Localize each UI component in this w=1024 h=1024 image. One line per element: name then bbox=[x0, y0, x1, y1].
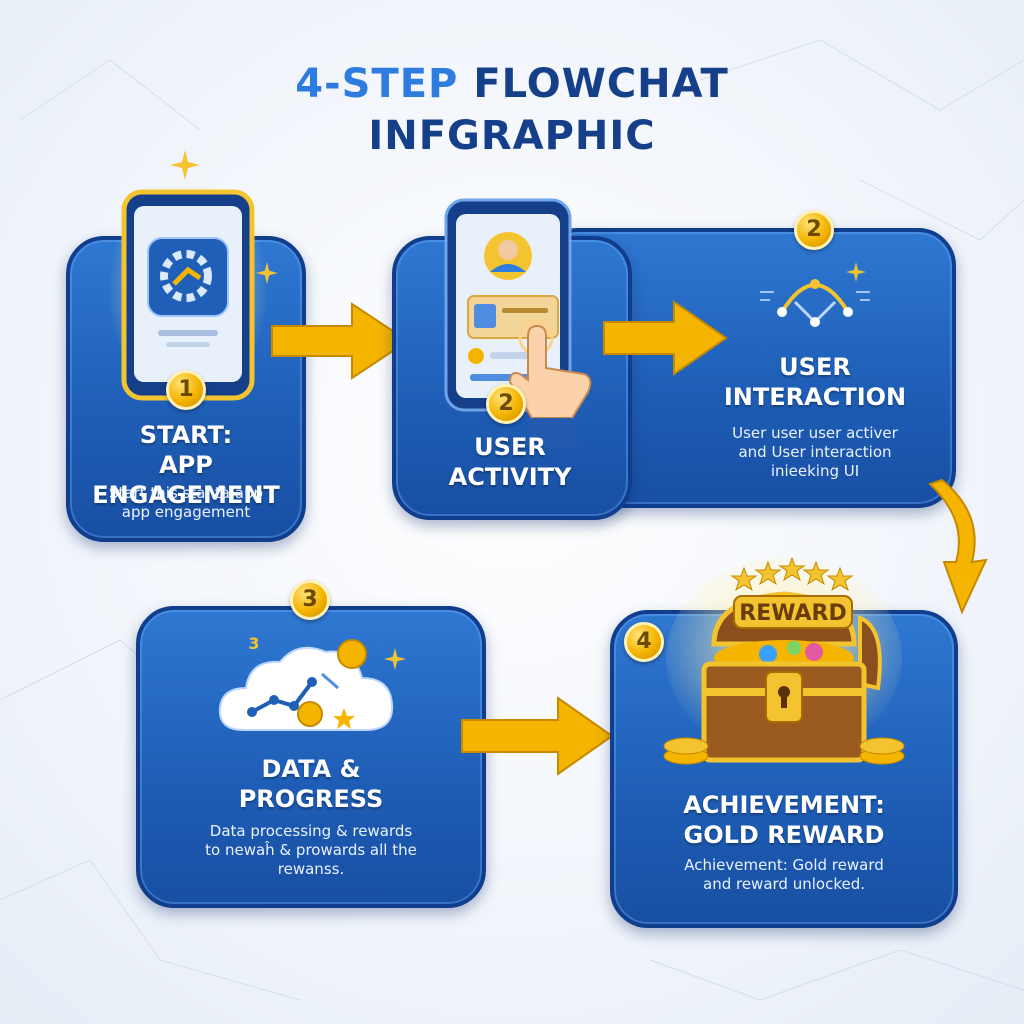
step-3-desc-line-1: User user user activer bbox=[732, 424, 898, 442]
step-5-desc-line-1: Achievement: Gold reward bbox=[684, 856, 884, 874]
step-1-desc-line-1: Start this stantà app bbox=[108, 484, 264, 502]
step-1-heading-line-2: APP ENGAGEMENT bbox=[92, 451, 280, 509]
star-icon bbox=[170, 150, 200, 180]
step-4-heading-line-2: PROGRESS bbox=[238, 785, 384, 813]
title-line-1: 4-STEP FLOWCHAT bbox=[0, 58, 1024, 110]
step-1-badge: 1 bbox=[166, 370, 206, 410]
treasure-chest-icon: REWARD bbox=[663, 556, 905, 765]
step-1-desc-line-2: app engagement bbox=[121, 503, 251, 521]
step-4-desc-line-1: Data processing & rewards bbox=[209, 822, 413, 840]
title-rest: FLOWCHAT bbox=[473, 61, 729, 107]
step-1-description: Start this stantà app app engagement bbox=[66, 484, 306, 522]
tap-hand-icon bbox=[508, 320, 592, 448]
step-2-heading: USER ACTIVITY bbox=[430, 432, 590, 492]
step-2-heading-line-2: ACTIVITY bbox=[448, 463, 572, 491]
star-icon bbox=[256, 262, 278, 284]
chest-reward-label: REWARD bbox=[739, 601, 846, 626]
step-5-description: Achievement: Gold reward and reward unlo… bbox=[620, 856, 948, 894]
step-4-badge: 3 bbox=[290, 580, 330, 620]
step-4-heading: DATA & PROGRESS bbox=[136, 754, 486, 814]
star-icon bbox=[384, 648, 406, 670]
step-3-heading: USER INTERACTION bbox=[700, 352, 930, 412]
step-5-desc-line-2: and reward unlocked. bbox=[703, 875, 865, 893]
step-4-icon-number: 3 bbox=[248, 634, 260, 653]
step-4-desc-line-3: rewanss. bbox=[277, 860, 345, 878]
page-title: 4-STEP FLOWCHAT INFGRAPHIC bbox=[0, 58, 1024, 162]
step-2-heading-line-1: USER bbox=[474, 433, 546, 461]
title-accent: 4-STEP bbox=[295, 61, 459, 107]
step-3-desc-line-3: inieeking UI bbox=[770, 462, 860, 480]
step-1-heading: START: APP ENGAGEMENT bbox=[66, 420, 306, 510]
step-5-heading-line-2: GOLD REWARD bbox=[683, 821, 885, 849]
step-1-heading-line-1: START: bbox=[139, 421, 233, 449]
arrow-icon bbox=[928, 478, 988, 615]
arrow-icon bbox=[603, 300, 728, 376]
step-3-heading-line-2: INTERACTION bbox=[723, 383, 907, 411]
arrow-icon bbox=[461, 696, 614, 776]
phone-icon bbox=[108, 175, 268, 405]
step-4-description: Data processing & rewards to newaĥ & pro… bbox=[146, 822, 476, 879]
step-3-description: User user user activer and User interact… bbox=[700, 424, 930, 481]
step-2-badge: 2 bbox=[486, 384, 526, 424]
arrow-icon bbox=[271, 302, 410, 380]
step-5-badge: 4 bbox=[624, 622, 664, 662]
cloud-chart-icon bbox=[218, 639, 394, 731]
network-icon bbox=[760, 262, 870, 327]
step-3-heading-line-1: USER bbox=[779, 353, 851, 381]
step-4-heading-line-1: DATA & bbox=[261, 755, 361, 783]
step-3-badge: 2 bbox=[794, 210, 834, 250]
step-5-heading: ACHIEVEMENT: GOLD REWARD bbox=[610, 790, 958, 850]
title-line-2: INFGRAPHIC bbox=[368, 113, 656, 159]
step-3-desc-line-2: and User interaction bbox=[738, 443, 892, 461]
step-4-desc-line-2: to newaĥ & prowards all the bbox=[205, 841, 417, 859]
step-5-heading-line-1: ACHIEVEMENT: bbox=[683, 791, 885, 819]
